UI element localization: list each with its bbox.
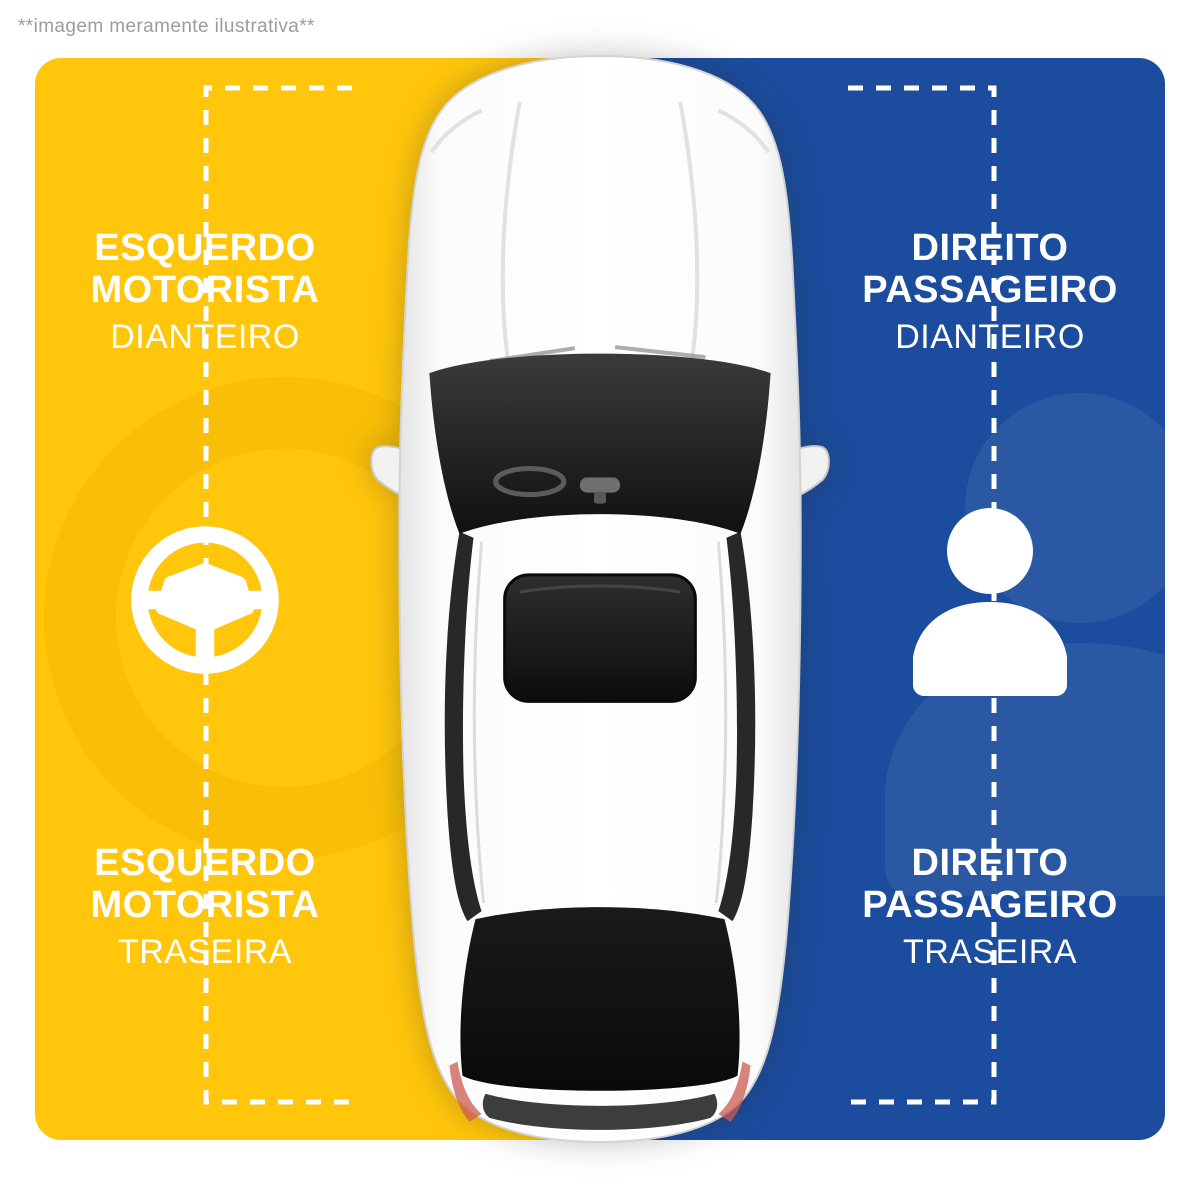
label-line: DIREITO [911, 227, 1069, 269]
label-line: DIANTEIRO [110, 317, 300, 356]
label-passenger-rear: DIREITO PASSAGEIRO TRASEIRA [815, 842, 1165, 972]
windshield-glass [429, 353, 771, 534]
label-driver-front: ESQUERDO MOTORISTA DIANTEIRO [30, 227, 380, 357]
taillights [449, 1061, 751, 1122]
side-window-glass [444, 531, 756, 922]
label-line: DIANTEIRO [895, 317, 1085, 356]
label-line: PASSAGEIRO [862, 268, 1118, 311]
rear-bumper [482, 1093, 718, 1130]
steering-wheel-icon [131, 526, 279, 674]
rear-window-glass [460, 907, 740, 1091]
car-top-view [370, 55, 830, 1143]
interior-hints [493, 466, 621, 504]
label-line: MOTORISTA [90, 268, 320, 311]
label-line: TRASEIRA [117, 932, 293, 971]
hood-creases [429, 101, 771, 360]
label-line: TRASEIRA [902, 932, 1078, 971]
label-line: PASSAGEIRO [862, 883, 1118, 926]
label-line: ESQUERDO [94, 227, 316, 269]
roof-rails [472, 541, 728, 904]
sunroof-glass [503, 573, 697, 703]
passenger-person-icon [913, 508, 1067, 696]
label-driver-rear: ESQUERDO MOTORISTA TRASEIRA [30, 842, 380, 972]
label-line: MOTORISTA [90, 883, 320, 926]
disclaimer-text: **imagem meramente ilustrativa** [18, 16, 315, 37]
label-line: ESQUERDO [94, 842, 316, 884]
label-passenger-front: DIREITO PASSAGEIRO DIANTEIRO [815, 227, 1165, 357]
label-line: DIREITO [911, 842, 1069, 884]
